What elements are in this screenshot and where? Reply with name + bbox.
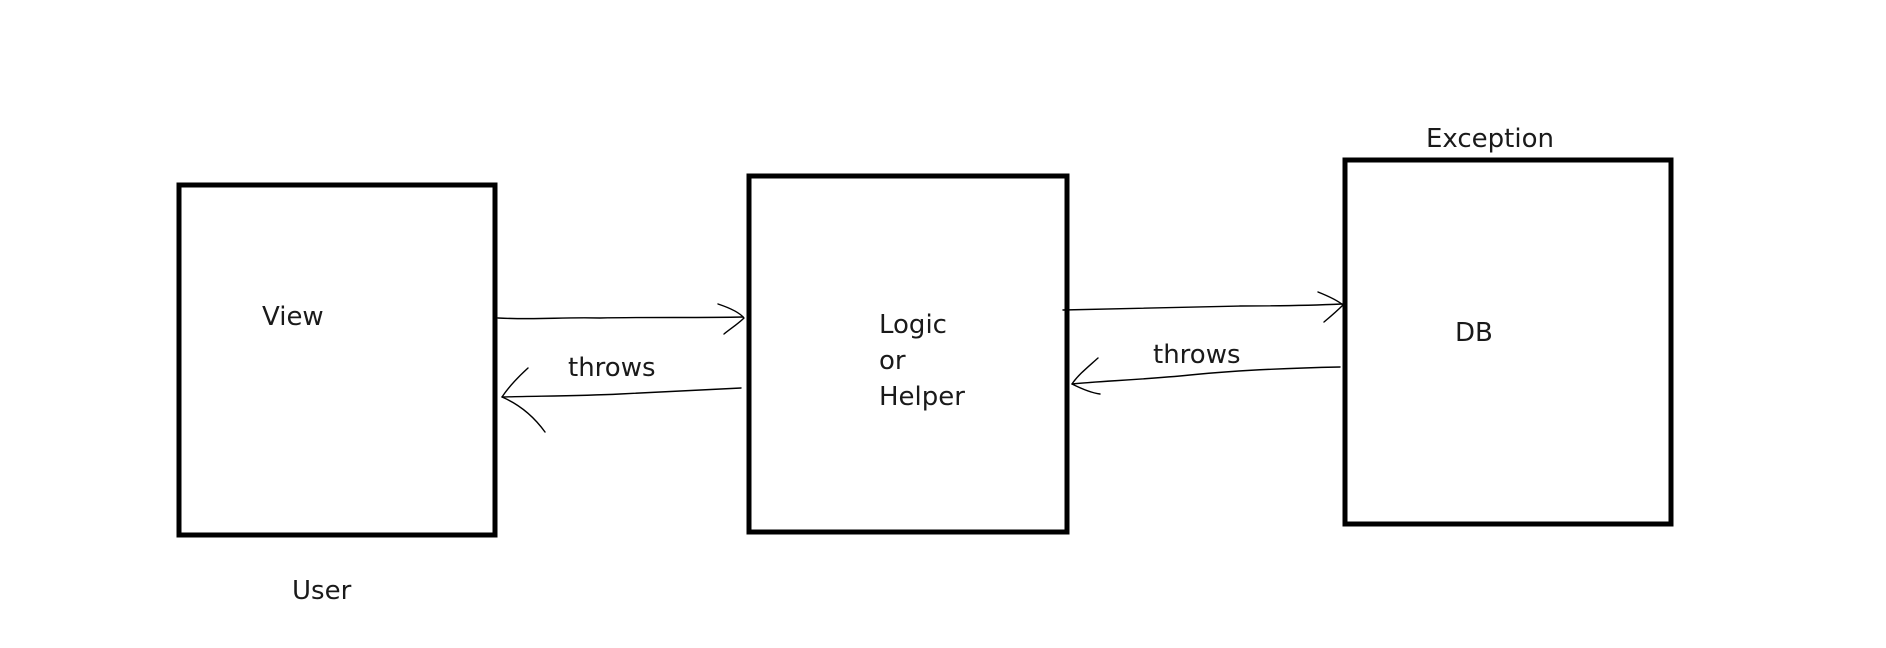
logic-to-view-arrow: throws [501, 353, 742, 433]
user-caption: User [292, 576, 352, 606]
view-box [176, 182, 498, 538]
logic-to-view-arrowhead [501, 367, 546, 433]
view-to-logic-arrowhead [717, 303, 745, 335]
logic-to-db-arrow [1062, 291, 1344, 323]
logic-to-view-label: throws [568, 353, 656, 383]
view-to-logic-arrow [497, 303, 745, 335]
logic-to-view-line [501, 387, 742, 398]
db-to-logic-arrow: throws [1071, 340, 1341, 395]
db-node: DB Exception [1342, 124, 1674, 527]
logic-label-line-1: Logic [879, 310, 947, 340]
db-to-logic-line [1071, 366, 1341, 385]
db-label: DB [1455, 318, 1493, 348]
exception-caption: Exception [1426, 124, 1554, 154]
db-box [1342, 157, 1674, 527]
view-node: View User [176, 182, 498, 606]
logic-to-db-line [1062, 303, 1343, 311]
db-to-logic-arrowhead [1071, 357, 1101, 395]
view-label: View [262, 302, 324, 332]
logic-label-line-2: or [879, 346, 906, 376]
db-to-logic-label: throws [1153, 340, 1241, 370]
logic-box [746, 173, 1070, 535]
logic-to-db-arrowhead [1317, 291, 1344, 323]
logic-node: Logic or Helper [746, 173, 1070, 535]
logic-label-line-3: Helper [879, 382, 965, 412]
view-to-logic-line [497, 316, 744, 320]
